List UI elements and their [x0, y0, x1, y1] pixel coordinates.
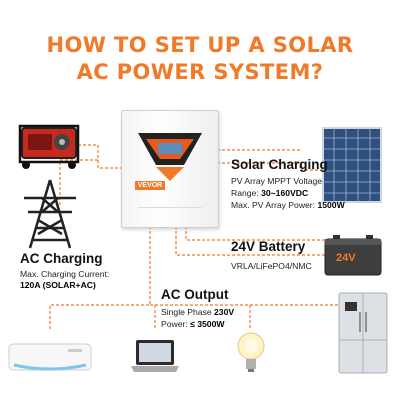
battery-badge: 24V [336, 252, 356, 264]
tower-wire [59, 159, 98, 205]
solar-charging-heading: Solar Charging [231, 157, 328, 172]
ac-output-power: Power: ≤ 3500W [161, 319, 225, 329]
solar-voltage-label: PV Array MPPT Voltage [231, 176, 323, 186]
battery-heading: 24V Battery [231, 239, 306, 254]
ac-charging-heading: AC Charging [20, 251, 103, 266]
transmission-tower-icon [20, 178, 80, 255]
ac-output-wire-left [49, 226, 151, 330]
solar-panel-icon [322, 127, 382, 208]
generator-icon [18, 118, 80, 175]
generator-wire [78, 144, 121, 169]
battery-icon [323, 233, 383, 282]
solar-wire-bottom [217, 162, 322, 171]
ac-output-phase: Single Phase 230V [161, 307, 235, 317]
inverter-brand-badge: VEVOR [135, 181, 165, 190]
page-title-line-2: AC POWER SYSTEM? [76, 60, 324, 84]
inverter-icon [121, 110, 219, 228]
battery-types: VRLA/LiFePO4/NMC [231, 261, 312, 271]
battery-wire-2 [185, 226, 325, 241]
refrigerator-icon [338, 292, 388, 379]
ac-charging-current-label: Max. Charging Current: [20, 269, 110, 279]
ac-charging-current-value: 120A (SOLAR+AC) [20, 280, 96, 290]
light-bulb-icon [236, 330, 266, 379]
laptop-icon [130, 338, 180, 379]
solar-voltage-range: Range: 30~160VDC [231, 188, 309, 198]
page-title-line-1: HOW TO SET UP A SOLAR [46, 33, 354, 57]
ac-output-heading: AC Output [161, 287, 229, 302]
air-conditioner-icon [8, 343, 92, 380]
solar-max-power: Max. PV Array Power: 1500W [231, 200, 345, 210]
